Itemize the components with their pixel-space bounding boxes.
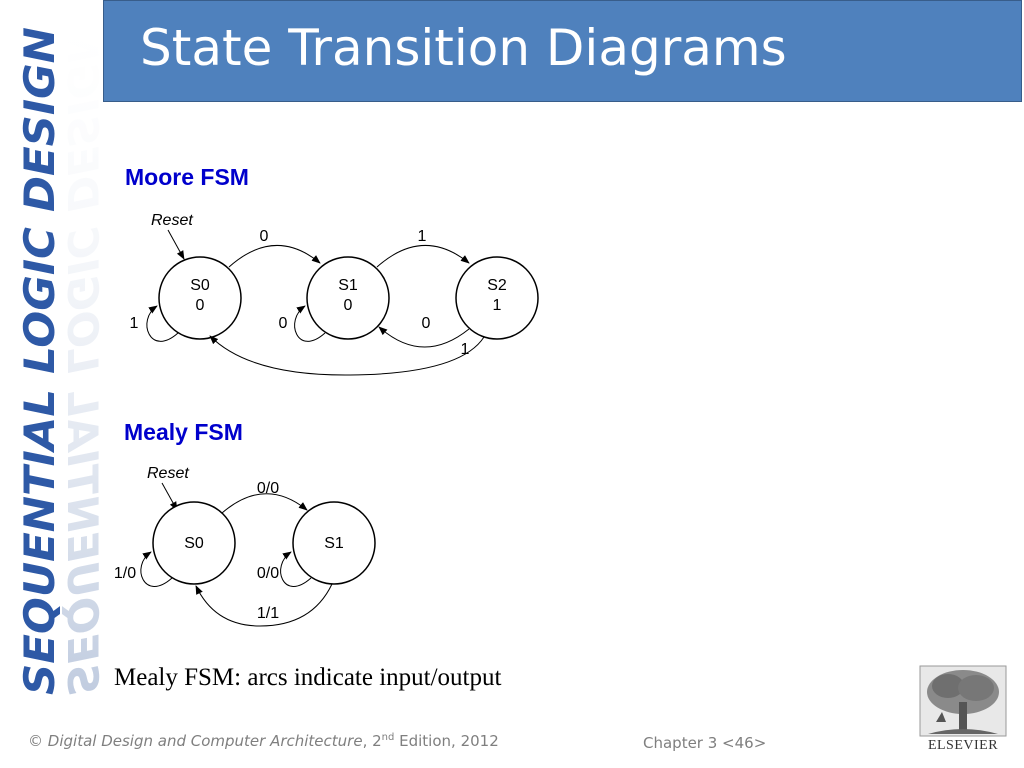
moore-label-s0-s1: 0 <box>260 228 269 245</box>
footer-copyright: © Digital Design and Computer Architectu… <box>28 732 499 750</box>
mealy-state-s1: S1 <box>292 501 376 585</box>
chapter-page-number: Chapter 3 <46> <box>643 734 767 752</box>
side-banner: SEQUENTIAL LOGIC DESIGN SEQUENTIAL LOGIC… <box>15 27 100 695</box>
mealy-reset-label: Reset <box>147 465 189 482</box>
slide-title: State Transition Diagrams <box>140 19 787 77</box>
side-banner-text: SEQUENTIAL LOGIC DESIGN <box>15 27 64 695</box>
moore-label-s1-self: 0 <box>279 315 288 332</box>
mealy-state-s0-name: S0 <box>184 535 204 552</box>
edition-rest: Edition, 2012 <box>394 732 499 750</box>
mealy-arc-s0-s1 <box>221 493 308 514</box>
moore-arc-s2-s1 <box>378 326 470 348</box>
copyright-symbol: © <box>28 732 43 750</box>
mealy-label-s0-s1: 0/0 <box>257 480 279 497</box>
title-bar: State Transition Diagrams <box>103 0 1022 102</box>
slide-caption: Mealy FSM: arcs indicate input/output <box>114 664 502 691</box>
mealy-heading: Mealy FSM <box>124 419 243 445</box>
moore-state-s1: S1 0 <box>306 256 390 340</box>
moore-label-s2-s1: 0 <box>422 315 431 332</box>
edition-comma: , <box>362 732 373 750</box>
mealy-label-s1-s0: 1/1 <box>257 605 279 622</box>
moore-state-s0-name: S0 <box>190 277 210 294</box>
mealy-self-loop-s1 <box>280 551 312 587</box>
moore-heading: Moore FSM <box>125 164 249 190</box>
moore-state-s1-name: S1 <box>338 277 358 294</box>
moore-state-s2-name: S2 <box>487 277 507 294</box>
tree-icon <box>919 665 1007 737</box>
moore-arc-s1-s2 <box>376 244 470 268</box>
moore-label-s1-s2: 1 <box>418 228 427 245</box>
mealy-label-s0-self: 1/0 <box>114 565 136 582</box>
publisher-wordmark: ELSEVIER <box>927 738 999 753</box>
moore-label-s0-self: 1 <box>130 315 139 332</box>
edition-suffix: nd <box>381 732 395 743</box>
moore-state-s1-output: 0 <box>344 297 353 314</box>
moore-self-loop-s1 <box>294 305 326 342</box>
publisher-logo: ELSEVIER <box>918 664 1008 758</box>
mealy-label-s1-self: 0/0 <box>257 565 279 582</box>
mealy-self-loop-s0 <box>140 551 173 587</box>
moore-arc-s2-s0 <box>209 335 485 376</box>
moore-state-s0: S0 0 <box>158 256 242 340</box>
moore-state-s2: S2 1 <box>455 256 539 340</box>
mealy-reset-arrow <box>161 482 178 511</box>
mealy-arc-s1-s0 <box>195 583 333 627</box>
moore-arc-s0-s1 <box>228 244 321 268</box>
mealy-state-s0: S0 <box>152 501 236 585</box>
moore-reset-label: Reset <box>151 212 193 229</box>
moore-reset-arrow <box>167 229 185 260</box>
moore-state-s2-output: 1 <box>493 297 502 314</box>
edition-number: 2 <box>372 732 382 750</box>
mealy-state-s1-name: S1 <box>324 535 344 552</box>
moore-self-loop-s0 <box>146 305 179 342</box>
moore-state-s0-output: 0 <box>196 297 205 314</box>
moore-label-s2-s0: 1 <box>461 341 470 358</box>
book-title: Digital Design and Computer Architecture <box>47 732 363 750</box>
side-banner-reflection: SEQUENTIAL LOGIC DESIGN <box>58 27 100 695</box>
